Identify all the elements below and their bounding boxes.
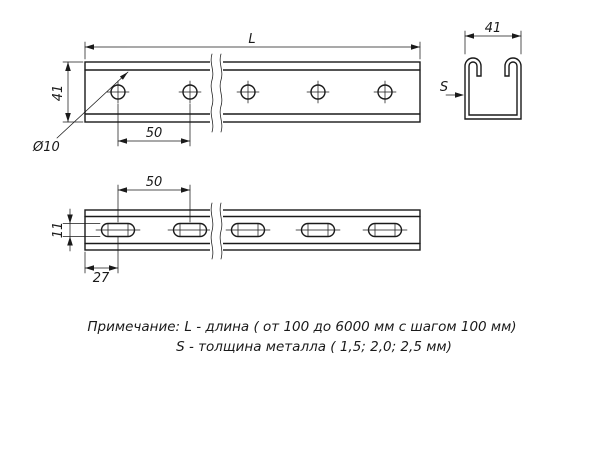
thickness-callout: S	[440, 80, 464, 98]
notes: Примечание: L - длина ( от 100 до 6000 м…	[87, 319, 516, 355]
slot-spacing-dimension-50: 50	[117, 175, 191, 223]
arrow-left	[85, 44, 94, 50]
arrow-bottom	[65, 113, 71, 122]
height-dimension-41: 41	[51, 61, 84, 123]
break-line-left	[210, 202, 214, 260]
arrow-right	[181, 187, 190, 193]
section-width-label: 41	[485, 21, 502, 36]
leader-arrow	[119, 72, 128, 80]
hole-diameter-callout: Ø10	[32, 71, 129, 155]
rail-bottom-outline	[84, 209, 421, 251]
channel-section-profile	[464, 57, 522, 120]
arrow-right	[109, 265, 118, 271]
hole-4	[306, 80, 330, 104]
length-dimension: L	[84, 32, 421, 60]
section-width-dimension-41: 41	[464, 21, 522, 55]
length-dim-label: L	[248, 32, 255, 47]
break-line-left	[210, 53, 214, 133]
note-line-1: Примечание: L - длина ( от 100 до 6000 м…	[87, 319, 516, 335]
slot-spacing-label: 50	[146, 175, 163, 190]
break-mask	[210, 202, 223, 258]
height-dim-label: 41	[51, 85, 66, 102]
end-offset-dimension-27: 27	[84, 236, 119, 286]
arrow-top	[67, 214, 73, 224]
arrow-bottom	[67, 236, 73, 246]
slot-3	[225, 222, 271, 238]
section-view: 41 S	[440, 21, 522, 120]
rail-top-outline	[84, 61, 421, 123]
slot-4	[295, 222, 341, 238]
bottom-view: 50 11 27	[51, 175, 421, 286]
arrow-right	[512, 33, 521, 39]
arrow-left	[118, 138, 127, 144]
hole-3	[236, 80, 260, 104]
slot-height-label: 11	[51, 222, 66, 239]
break-mask	[210, 55, 223, 131]
hole-5	[373, 80, 397, 104]
note-line-2: S - толщина металла ( 1,5; 2,0; 2,5 мм)	[176, 339, 452, 355]
thickness-label: S	[440, 80, 448, 95]
end-offset-label: 27	[93, 271, 110, 286]
top-view: L 41 Ø10 50	[32, 32, 421, 155]
break-line-right	[219, 53, 223, 133]
hole-1	[106, 80, 130, 104]
arrow-left	[118, 187, 127, 193]
slot-5	[362, 222, 408, 238]
arrow-right	[181, 138, 190, 144]
hole-2	[178, 80, 202, 104]
break-line-right	[219, 202, 223, 260]
arrow-right	[411, 44, 420, 50]
hole-spacing-label: 50	[146, 126, 163, 141]
arrow-left	[85, 265, 94, 271]
hole-spacing-dimension-50: 50	[117, 103, 191, 147]
slot-1	[95, 222, 141, 238]
leader-arrow	[455, 92, 464, 98]
hole-diameter-label: Ø10	[32, 140, 60, 155]
leader-line	[56, 71, 129, 139]
arrow-left	[465, 33, 474, 39]
slot-height-dimension-11: 11	[51, 208, 101, 252]
arrow-top	[65, 62, 71, 71]
slot-2	[167, 222, 213, 238]
